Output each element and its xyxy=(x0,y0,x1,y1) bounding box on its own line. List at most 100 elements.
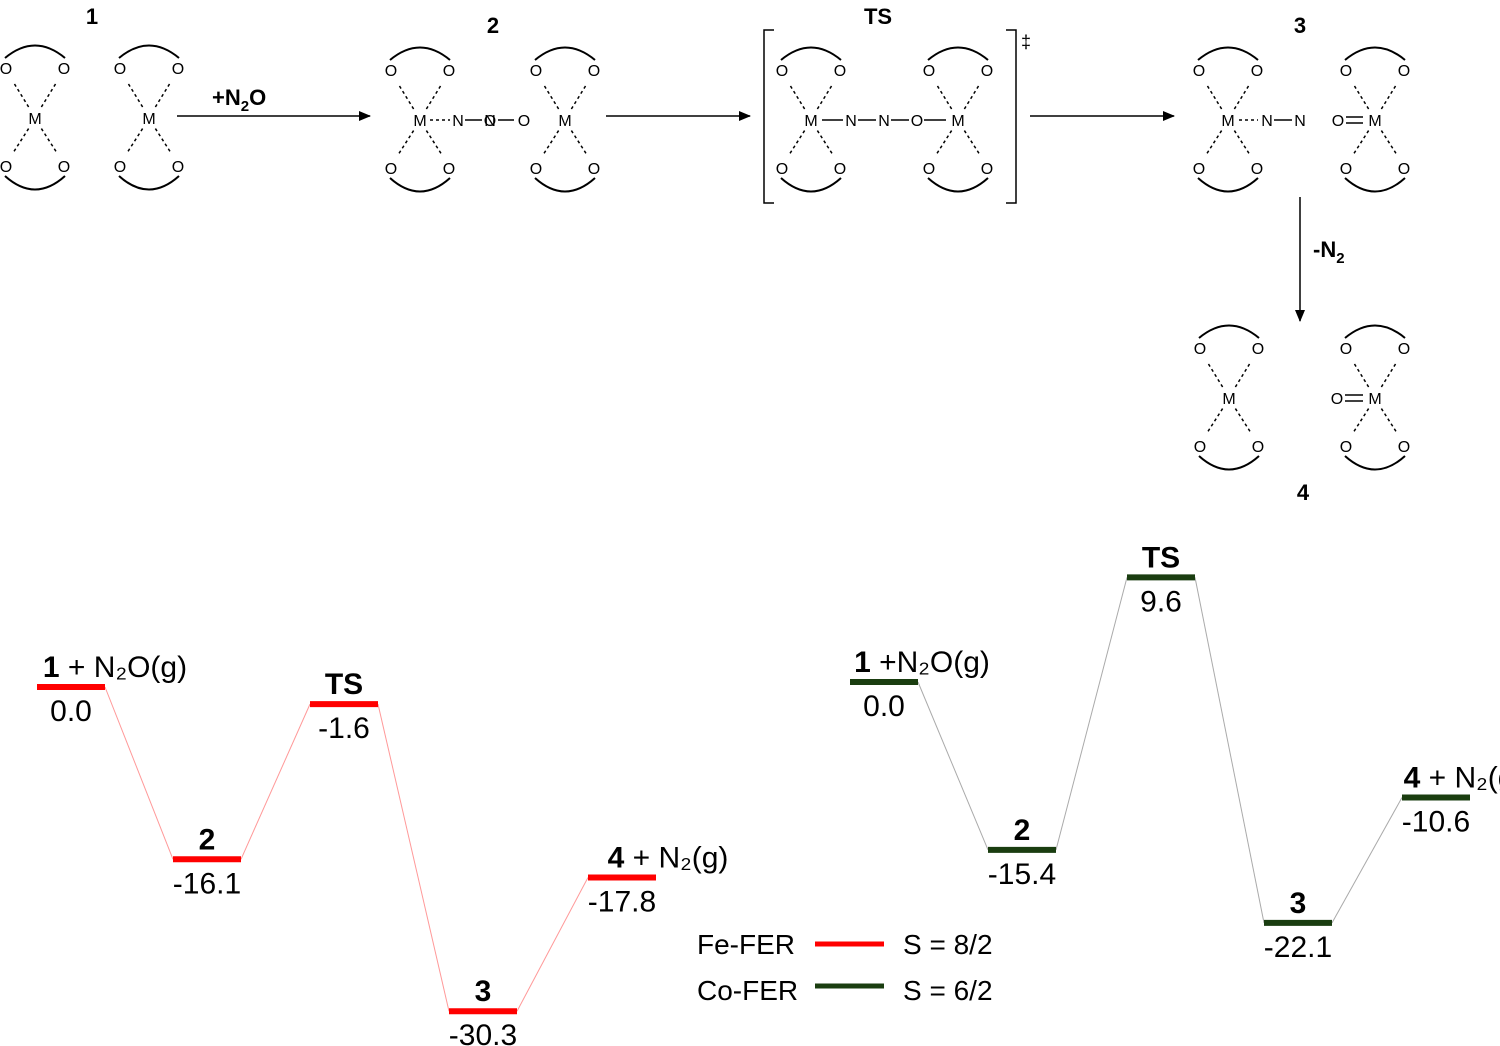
connector-line xyxy=(240,703,311,860)
coordination-bond xyxy=(788,130,806,155)
oxygen-atom: O xyxy=(443,63,455,80)
ligand-arc-top xyxy=(1198,324,1260,339)
stage-label-bold: 4 xyxy=(1404,762,1421,795)
oxygen-atom: O xyxy=(923,161,935,178)
nitrogen-atom: N xyxy=(1294,113,1306,130)
oxygen-atom: O xyxy=(1193,161,1205,178)
oxygen-atom: O xyxy=(530,161,542,178)
ligand-arc-bottom xyxy=(927,177,989,193)
coordination-bond xyxy=(425,130,443,155)
energy-value-1: 0.0 xyxy=(863,690,905,723)
oxygen-atom: O xyxy=(1331,391,1343,408)
ts-double-dagger: ‡ xyxy=(1021,32,1031,52)
connector-line xyxy=(1331,797,1403,924)
legend-name-co: Co-FER xyxy=(697,975,798,1006)
coordination-bond xyxy=(1205,83,1223,110)
oxygen-atom: O xyxy=(443,161,455,178)
energy-profile-fe: 0.01 + N₂O(g)-16.12-1.6TS-30.33-17.84 + … xyxy=(37,651,728,1046)
oxygen-atom: O xyxy=(114,159,126,176)
structure-label-4: 4 xyxy=(1297,480,1310,505)
oxygen-atom: O xyxy=(981,63,993,80)
connector-line xyxy=(104,686,174,860)
stage-label-bold: 3 xyxy=(1290,887,1307,920)
connector-line xyxy=(917,681,989,851)
oxygen-atom: O xyxy=(834,63,846,80)
coordination-bond xyxy=(542,130,560,155)
stage-label-bold: 3 xyxy=(475,975,492,1008)
coordination-bond xyxy=(1380,83,1398,110)
energy-value-3: -22.1 xyxy=(1264,931,1332,964)
ligand-arc-top xyxy=(927,46,989,61)
metal-atom: M xyxy=(1222,391,1235,408)
metal-atom: M xyxy=(804,113,817,130)
ligand-arc-top xyxy=(389,46,451,61)
oxygen-atom: O xyxy=(58,61,70,78)
oxygen-atom: O xyxy=(172,159,184,176)
coordination-bond xyxy=(570,130,588,155)
coordination-bond xyxy=(570,83,588,110)
oxygen-atom: O xyxy=(385,63,397,80)
coordination-bond xyxy=(788,83,806,110)
coordination-bond xyxy=(1205,130,1223,155)
oxygen-atom: O xyxy=(385,161,397,178)
coordination-bond xyxy=(1352,361,1370,388)
ligand-arc-top xyxy=(1197,46,1259,61)
stage-label-2: 2 xyxy=(1014,814,1031,847)
coordination-bond xyxy=(1233,83,1251,110)
stage-label-bold: 2 xyxy=(1014,814,1031,847)
coordination-bond xyxy=(1206,408,1224,433)
coordination-bond xyxy=(1206,361,1224,388)
oxygen-atom: O xyxy=(1340,439,1352,456)
connector-line xyxy=(377,704,450,1012)
oxygen-atom: O xyxy=(981,161,993,178)
structure-label-1: 1 xyxy=(86,4,98,29)
nitrogen-atom: N xyxy=(845,113,857,130)
coordination-bond xyxy=(935,130,953,155)
ligand-arc-bottom xyxy=(1344,177,1406,193)
metal-atom: M xyxy=(1368,113,1381,130)
coordination-bond xyxy=(1234,408,1252,433)
ligand-arc-top xyxy=(4,44,66,59)
coordination-bond xyxy=(935,83,953,110)
oxygen-atom: O xyxy=(1340,161,1352,178)
oxygen-atom: O xyxy=(588,161,600,178)
coordination-bond xyxy=(963,130,981,155)
oxygen-atom: O xyxy=(776,161,788,178)
legend: Fe-FER S = 8/2 Co-FER S = 6/2 xyxy=(697,929,993,1006)
oxygen-atom: O xyxy=(0,159,12,176)
stage-label-bold: 2 xyxy=(199,823,216,856)
connector-line xyxy=(1194,577,1265,923)
ligand-arc-top xyxy=(1344,46,1406,61)
energy-value-ts: 9.6 xyxy=(1140,585,1182,618)
oxygen-atom: O xyxy=(911,113,923,130)
coordination-bond xyxy=(963,83,981,110)
oxygen-atom: O xyxy=(1251,63,1263,80)
coordination-bond xyxy=(397,130,415,155)
ligand-arc-top xyxy=(118,44,180,59)
coordination-bond xyxy=(425,83,443,110)
oxygen-atom: O xyxy=(1194,439,1206,456)
ts-bracket-right xyxy=(1006,29,1017,204)
oxygen-atom: O xyxy=(530,63,542,80)
oxygen-atom: O xyxy=(834,161,846,178)
ligand-arc-top xyxy=(1344,324,1406,339)
stage-label-rest: +N₂O(g) xyxy=(871,646,990,679)
oxygen-atom: O xyxy=(58,159,70,176)
coordination-bond xyxy=(126,128,144,153)
nitrogen-atom: N xyxy=(452,113,464,130)
oxygen-atom: O xyxy=(1252,439,1264,456)
metal-atom: M xyxy=(558,113,571,130)
coordination-bond xyxy=(1352,130,1370,155)
energy-value-3: -30.3 xyxy=(449,1019,517,1046)
oxygen-atom: O xyxy=(1252,341,1264,358)
oxygen-atom: O xyxy=(0,61,12,78)
